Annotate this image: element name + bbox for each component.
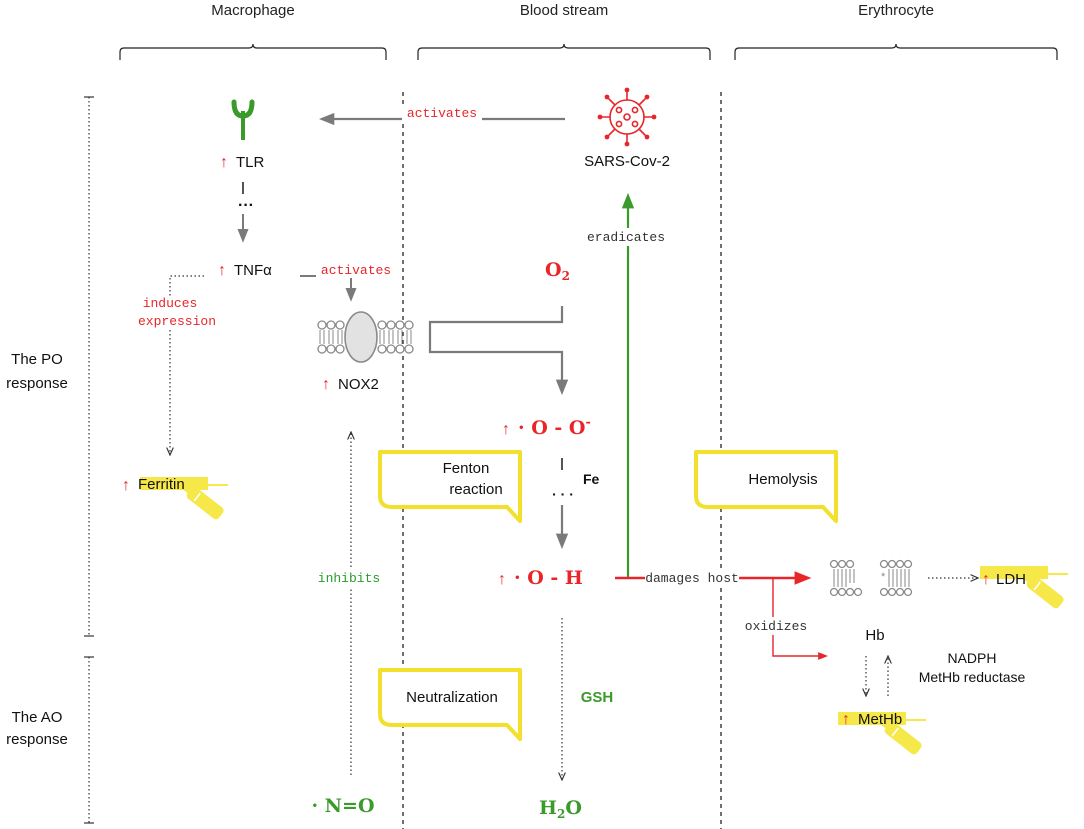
oxidizes-label: oxidizes: [745, 619, 807, 634]
sars-label: SARS-Cov-2: [584, 153, 670, 170]
tnf-label: TNFα: [234, 262, 272, 279]
tnf-up-arrow: ↑: [218, 262, 226, 279]
bubble-fenton-line2: reaction: [449, 481, 502, 498]
superoxide-label: · O - O-: [518, 415, 591, 439]
hydroxyl-label: · O - H: [514, 567, 583, 589]
row-bracket-ao: [84, 656, 94, 824]
nadph-line2: MetHb reductase: [919, 669, 1026, 685]
hb-label: Hb: [865, 627, 884, 644]
brace-erythrocyte: [734, 43, 1058, 60]
bubble-fenton: Fenton reaction: [378, 450, 522, 523]
row-bracket-po: [84, 96, 94, 637]
h2o-label: H2O: [539, 797, 582, 821]
methb-up-arrow: ↑: [842, 711, 850, 728]
svg-text:*: *: [881, 571, 886, 583]
hydroxyl-up-arrow: ↑: [498, 571, 506, 588]
induces-expression-edge: [170, 275, 204, 455]
activates-nox-label: activates: [321, 263, 391, 278]
header-blood-stream: Blood stream: [520, 2, 608, 19]
header-erythrocyte: Erythrocyte: [858, 2, 934, 19]
row-label-ao-line1: The AO: [12, 709, 63, 726]
nox2-label: NOX2: [338, 376, 379, 393]
induces-label-line1: induces: [143, 296, 198, 311]
eradicates-label: eradicates: [587, 230, 665, 245]
ldh-up-arrow: ↑: [982, 571, 990, 588]
row-label-po-line2: response: [6, 375, 68, 392]
gsh-label: GSH: [581, 689, 614, 706]
bubble-fenton-line1: Fenton: [443, 460, 490, 477]
bubble-hemolysis: Hemolysis: [694, 450, 838, 523]
no-label: · N=O: [311, 795, 374, 817]
ferritin-up-arrow: ↑: [122, 477, 130, 494]
nadph-line1: NADPH: [947, 650, 996, 666]
activates-tlr-label: activates: [407, 106, 477, 121]
bubble-neutralization-text: Neutralization: [406, 689, 498, 706]
inhibits-label: inhibits: [318, 571, 380, 586]
membrane-icon: *: [829, 559, 913, 597]
tlr-up-arrow: ↑: [220, 154, 228, 171]
methb-label: MetHb: [858, 711, 902, 728]
ferritin-label: Ferritin: [138, 476, 185, 493]
nox2-membrane-icon: [317, 311, 414, 363]
damages-host-label: damages host: [645, 571, 739, 586]
brace-macrophage: [119, 43, 387, 60]
oxidizes-edge: [772, 578, 828, 660]
nox2-up-arrow: ↑: [322, 376, 330, 393]
virus-icon: [597, 87, 657, 147]
superoxide-up-arrow: ↑: [502, 421, 510, 438]
brace-blood-stream: [417, 43, 711, 60]
tnf-activates-nox-edge: [300, 275, 357, 302]
fe-label: Fe: [583, 471, 600, 487]
ldh-label: LDH: [996, 571, 1026, 588]
bubble-hemolysis-text: Hemolysis: [748, 471, 817, 488]
header-macrophage: Macrophage: [211, 2, 294, 19]
o2-label: O2: [545, 259, 570, 283]
tlr-tnf-dots: ···: [238, 197, 254, 214]
fenton-dots: · · ·: [552, 486, 574, 502]
row-label-ao-line2: response: [6, 731, 68, 748]
bubble-neutralization: Neutralization: [378, 668, 522, 741]
tlr-receptor-icon: [231, 99, 255, 140]
row-label-po-line1: The PO: [11, 351, 63, 368]
o2-nox-to-superoxide-edge: [428, 306, 569, 396]
induces-label-line2: expression: [138, 314, 216, 329]
tlr-label: TLR: [236, 154, 265, 171]
